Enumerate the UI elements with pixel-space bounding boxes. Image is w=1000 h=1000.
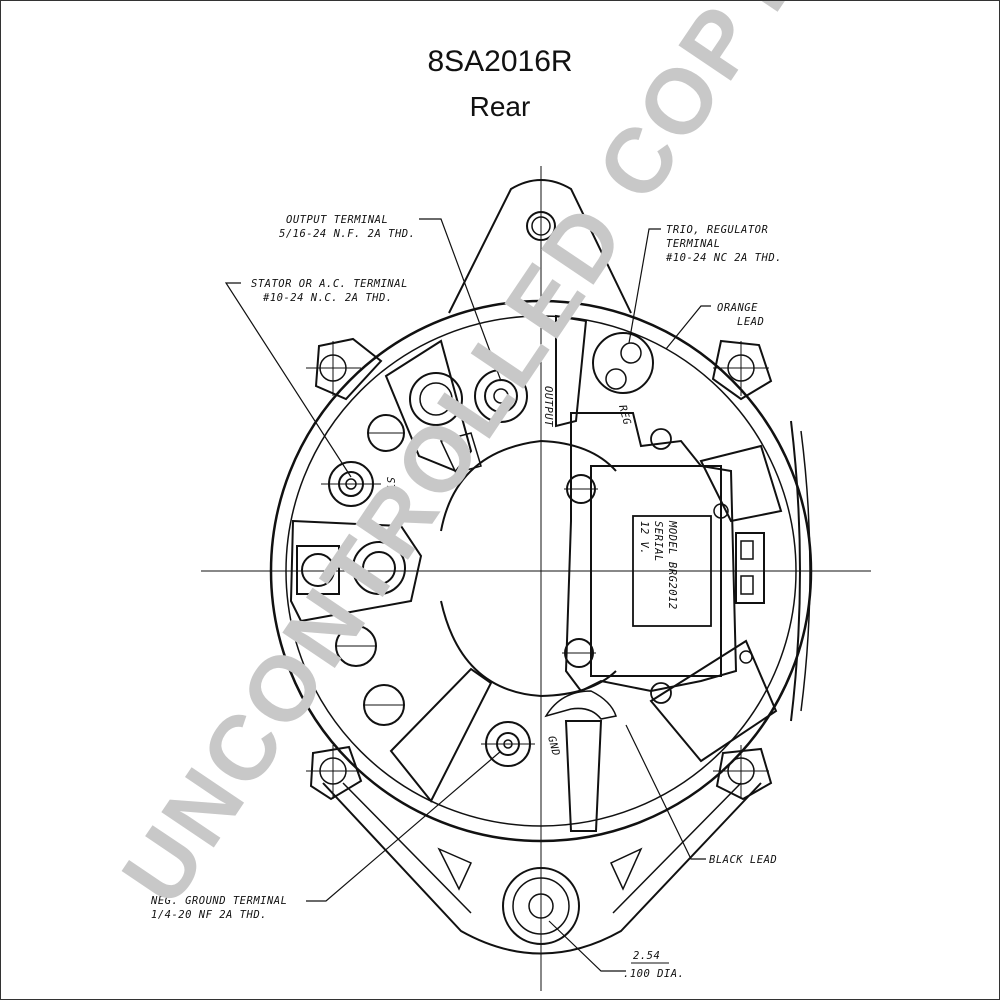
callout-ground-line2: 1/4-20 NF 2A THD. — [151, 909, 267, 921]
nameplate-model: MODEL BRG2012 — [666, 520, 678, 610]
voltage-regulator — [544, 412, 765, 720]
ground-terminal — [481, 721, 535, 767]
leader-lines — [224, 218, 711, 972]
callout-trio-terminal: TRIO, REGULATOR TERMINAL #10-24 NC 2A TH… — [665, 224, 782, 264]
callout-stator-line1: STATOR OR A.C. TERMINAL — [251, 278, 408, 290]
callout-mount-inch: .100 DIA. — [623, 968, 684, 980]
callout-trio-line1: TRIO, REGULATOR — [666, 224, 768, 236]
label-gnd: GND — [545, 735, 562, 758]
label-sta: STA — [384, 477, 396, 497]
callout-stator-terminal: STATOR OR A.C. TERMINAL #10-24 N.C. 2A T… — [251, 278, 408, 304]
label-output: OUTPUT — [542, 386, 554, 427]
output-terminal — [409, 369, 528, 474]
callout-trio-line3: #10-24 NC 2A THD. — [665, 252, 782, 264]
view-subtitle: Rear — [469, 91, 531, 122]
callout-mount-metric: 2.54 — [633, 950, 660, 962]
alternator-housing — [269, 299, 813, 843]
callout-stator-line2: #10-24 N.C. 2A THD. — [262, 292, 393, 304]
diode-studs — [296, 541, 406, 726]
callout-orange-line1: ORANGE — [717, 302, 758, 314]
callout-trio-line2: TERMINAL — [666, 238, 721, 250]
callout-output-line1: OUTPUT TERMINAL — [286, 214, 388, 226]
callout-orange-lead: ORANGE LEAD — [717, 302, 764, 328]
nameplate-voltage: 12 V. — [638, 521, 650, 555]
stator-terminal — [321, 414, 405, 507]
center-lines — [201, 166, 871, 991]
callout-output-terminal: OUTPUT TERMINAL 5/16-24 N.F. 2A THD. — [279, 214, 415, 240]
part-number-title: 8SA2016R — [427, 45, 573, 78]
label-reg: REG — [616, 404, 633, 427]
callout-mount-hole: 2.54 .100 DIA. — [623, 950, 684, 980]
callout-black-lead: BLACK LEAD — [709, 854, 777, 866]
callout-orange-line2: LEAD — [737, 316, 764, 328]
bottom-mounting-ear — [322, 782, 762, 955]
trio-terminal — [592, 332, 654, 394]
nameplate-serial: SERIAL — [652, 521, 664, 562]
callout-output-line2: 5/16-24 N.F. 2A THD. — [279, 228, 415, 240]
top-mounting-ear — [448, 179, 632, 314]
regulator-nameplate: MODEL BRG2012 SERIAL 12 V. — [638, 520, 678, 610]
callout-ground-line1: NEG. GROUND TERMINAL — [150, 895, 287, 907]
uncontrolled-copy-watermark: UNCONTROLLED COPY — [103, 1, 817, 922]
callout-ground-terminal: NEG. GROUND TERMINAL 1/4-20 NF 2A THD. — [150, 895, 287, 921]
